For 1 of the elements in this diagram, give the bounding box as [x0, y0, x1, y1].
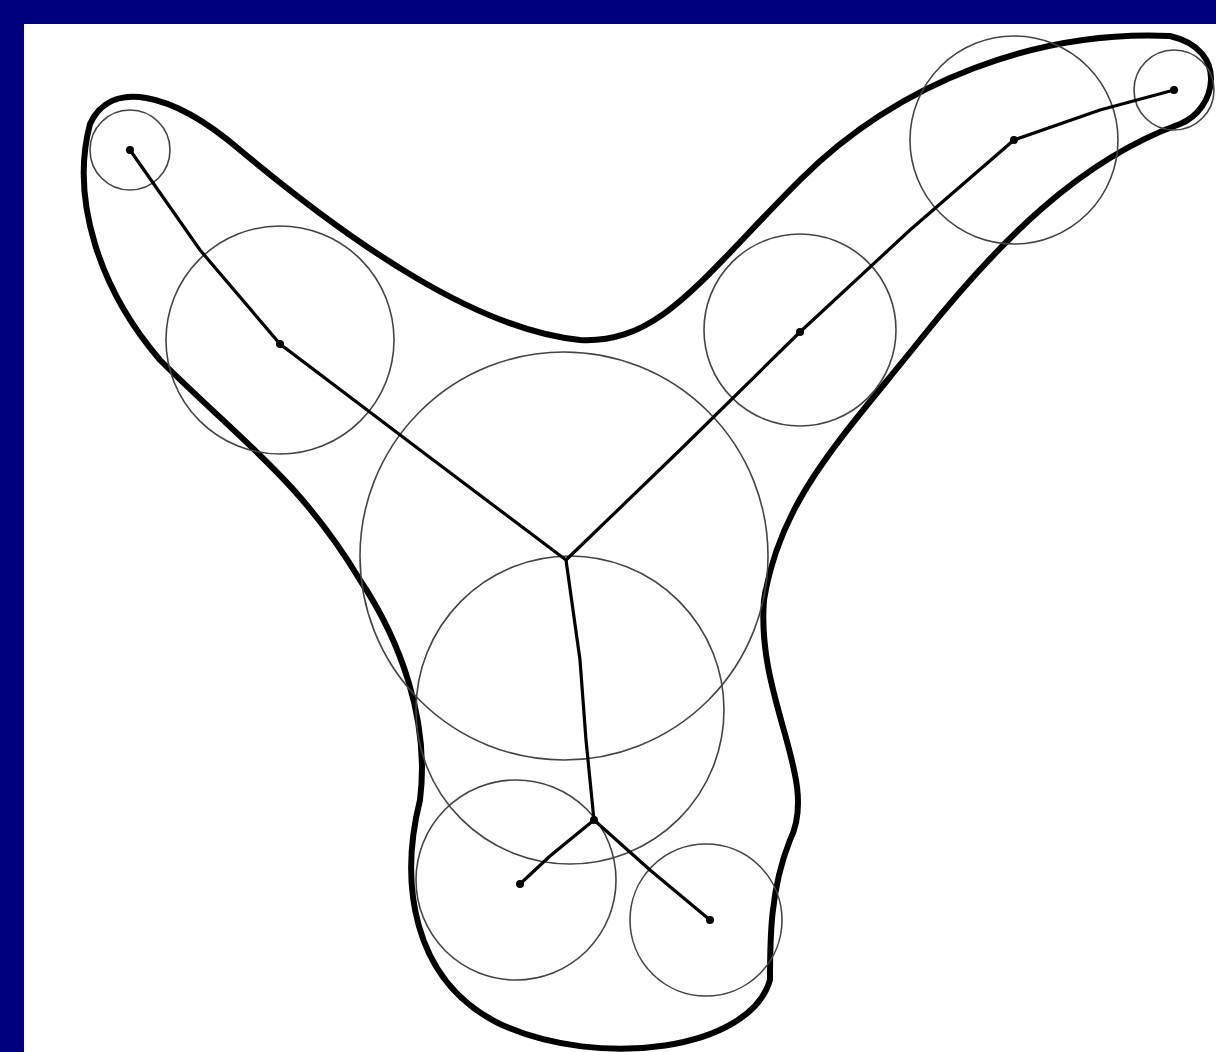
- medial-axis-drawing: [81, 32, 1215, 1052]
